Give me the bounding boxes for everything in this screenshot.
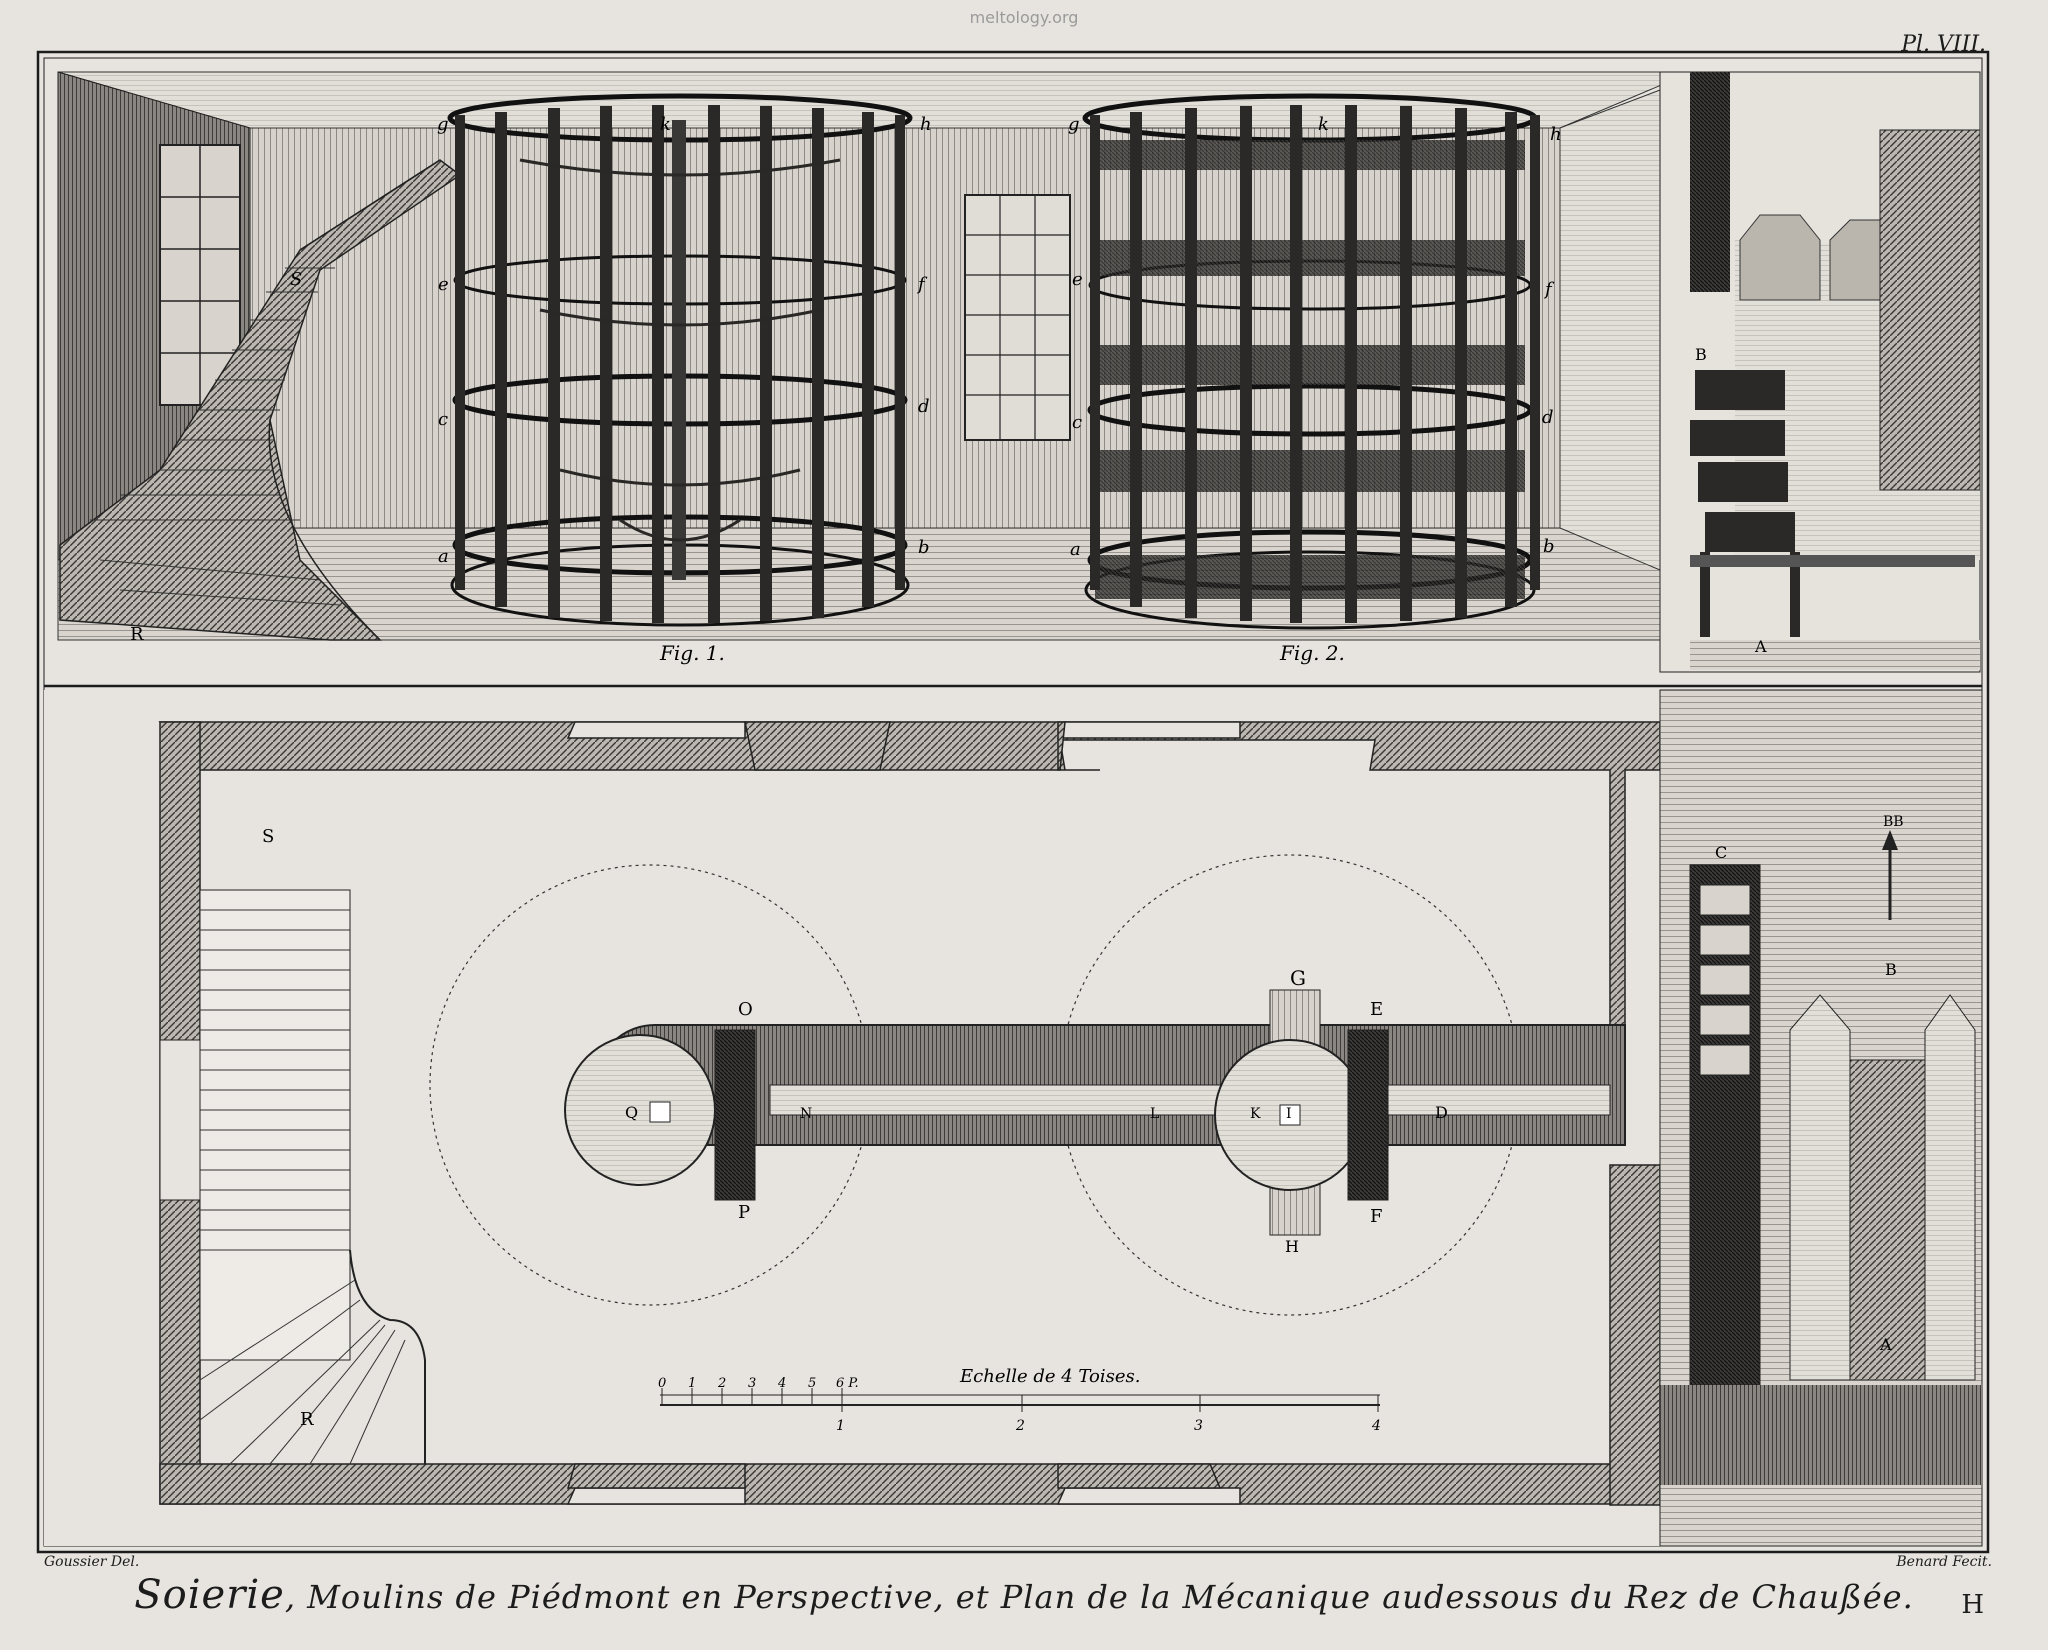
caption-rest: , Moulins de Piédmont en Perspective, et… xyxy=(284,1578,1914,1616)
scale-tick-1: 1 xyxy=(688,1376,696,1391)
scale-tick-6: 6 P. xyxy=(836,1376,859,1391)
fig2-label-k: k xyxy=(1318,114,1329,135)
plate-caption: Soierie, Moulins de Piédmont en Perspect… xyxy=(0,1572,2048,1618)
plan-label-k: K xyxy=(1250,1106,1261,1122)
engraver-credit-left: Goussier Del. xyxy=(44,1554,140,1570)
plan-label-f: F xyxy=(1370,1206,1383,1227)
fig1-label-k: k xyxy=(660,114,671,135)
wall-top xyxy=(158,721,1661,1066)
stair-label-r: R xyxy=(130,624,144,645)
fig2-label-e: e xyxy=(1072,269,1083,290)
wheel-plan-label-aa: A xyxy=(1879,1335,1892,1354)
plan-label-i: I xyxy=(1286,1106,1292,1122)
fig1-label-e: e xyxy=(438,274,449,295)
fig1-label-h: h xyxy=(920,114,932,135)
fig1-label-b: b xyxy=(918,537,930,558)
plan-label-d: D xyxy=(1435,1103,1448,1122)
back-window xyxy=(964,194,1071,441)
fig2-label-d: d xyxy=(1542,407,1554,428)
scale-toise-3: 3 xyxy=(1194,1418,1203,1434)
scale-title: Echelle de 4 Toises. xyxy=(959,1366,1140,1387)
plan-label-o: O xyxy=(738,999,753,1020)
fig2-label-g: g xyxy=(1068,114,1080,135)
scale-tick-0: 0 xyxy=(658,1376,666,1391)
stair-label-s: S xyxy=(290,269,302,290)
fig2-label-c: c xyxy=(1072,412,1082,433)
plan-label-n: N xyxy=(800,1106,812,1122)
plan-label-e: E xyxy=(1370,999,1383,1020)
fig1-silk-mill-frame: g h k e f c d a b Fig. 1. xyxy=(437,93,932,665)
upper-perspective-room: S R g h k e f c xyxy=(57,71,1981,673)
caption-lead: Soierie xyxy=(134,1572,285,1618)
scale-toise-4: 4 xyxy=(1371,1418,1381,1434)
fig1-label-d: d xyxy=(918,396,930,417)
scale-tick-4: 4 xyxy=(777,1376,786,1391)
fig2-label-h: h xyxy=(1550,124,1562,145)
scale-toise-ticks: 1 2 3 4 xyxy=(836,1395,1381,1434)
plan-label-s: S xyxy=(262,826,274,847)
scale-toise-1: 1 xyxy=(836,1418,845,1434)
wheel-plan-label-b: C xyxy=(1715,843,1727,862)
scale-tick-2: 2 xyxy=(717,1376,726,1391)
wheel-plan-label-a: BB xyxy=(1883,814,1904,830)
watermark: meltology.org xyxy=(969,8,1079,27)
gear-q xyxy=(564,1034,716,1186)
wheel-plan-label-bb: B xyxy=(1885,960,1897,979)
plan-label-p: P xyxy=(738,1202,750,1223)
plan-label-g: G xyxy=(1290,966,1306,990)
fig1-label-a: a xyxy=(438,546,449,567)
water-wheel-exterior-view: B A xyxy=(1659,71,1981,673)
wall-bottom xyxy=(159,1463,1661,1505)
fig2-label-a: a xyxy=(1070,539,1081,560)
plan-label-q: Q xyxy=(625,1103,638,1122)
right-wall xyxy=(1559,89,1661,571)
wheel-label-a: A xyxy=(1754,637,1767,656)
fig2-label-b: b xyxy=(1543,536,1555,557)
engraver-credit-right: Benard Fecit. xyxy=(1896,1554,1992,1570)
scale-toise-2: 2 xyxy=(1015,1418,1025,1434)
scale-tick-5: 5 xyxy=(808,1376,816,1391)
fig2-silk-mill-loaded: g h k e f c d a b Fig. 2. xyxy=(1068,93,1562,665)
plan-label-r: R xyxy=(300,1409,314,1430)
plan-label-l: L xyxy=(1150,1106,1159,1122)
wheel-label-b: B xyxy=(1695,345,1707,364)
plan-label-h: H xyxy=(1285,1237,1299,1256)
fig1-caption: Fig. 1. xyxy=(659,641,725,665)
fig2-caption: Fig. 2. xyxy=(1279,641,1345,665)
fig1-label-g: g xyxy=(437,114,449,135)
ground-floor-plan: S R O P Q N L K I G H E F D Echelle de 4… xyxy=(44,690,1666,1546)
plan-staircase xyxy=(199,889,351,1361)
scale-tick-3: 3 xyxy=(748,1376,756,1391)
wall-right-lower xyxy=(1609,1164,1661,1506)
water-wheel-plan: C B BB A xyxy=(1659,689,1983,1547)
fig1-label-c: c xyxy=(438,409,448,430)
plate-outer-border xyxy=(36,50,1990,1554)
page-letter: H xyxy=(1961,1590,1984,1620)
